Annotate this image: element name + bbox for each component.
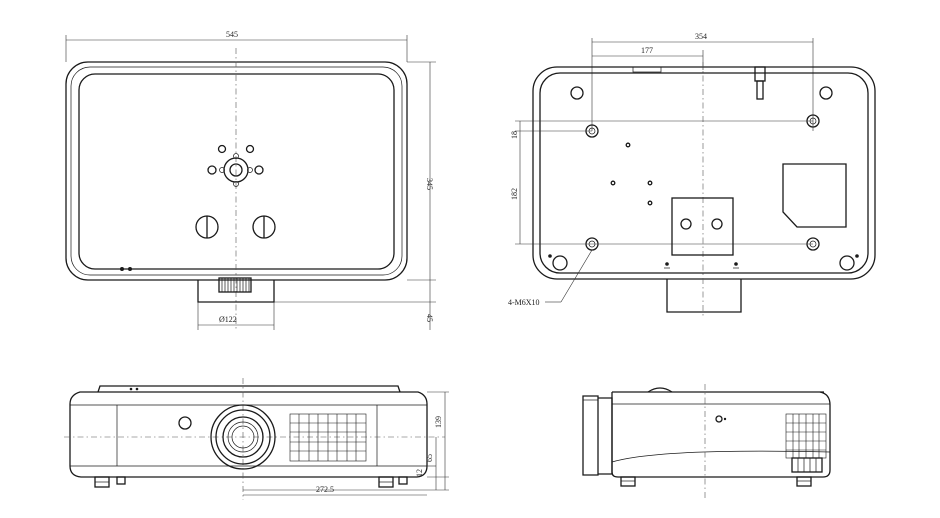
dim-front-h2: 65 bbox=[425, 454, 434, 462]
dim-mount-spec: 4-M6X10 bbox=[508, 298, 540, 307]
dim-front-height: 139 bbox=[434, 416, 443, 428]
dim-top-depth: 345 bbox=[425, 178, 434, 190]
focus-ring-ribs bbox=[221, 278, 250, 292]
dim-bottom-half: 177 bbox=[641, 46, 653, 55]
front-view: 139 65 12 272.5 bbox=[64, 378, 449, 500]
dim-lens-diameter: Ø122 bbox=[219, 315, 237, 324]
front-vent-grille bbox=[289, 413, 367, 462]
side-vent-grille bbox=[785, 413, 827, 459]
dim-top-width: 545 bbox=[226, 30, 238, 39]
side-view bbox=[582, 384, 831, 500]
dim-bottom-width: 354 bbox=[695, 32, 707, 41]
dim-mount-spacing: 182 bbox=[510, 188, 519, 200]
bottom-view: 354 177 18 182 bbox=[508, 32, 876, 318]
dim-foot-height: 45 bbox=[425, 314, 434, 322]
dim-front-h3: 12 bbox=[415, 469, 424, 477]
dim-lens-offset: 272.5 bbox=[316, 485, 334, 494]
top-view: 545 bbox=[65, 30, 436, 330]
dim-mount-offset: 18 bbox=[510, 131, 519, 139]
